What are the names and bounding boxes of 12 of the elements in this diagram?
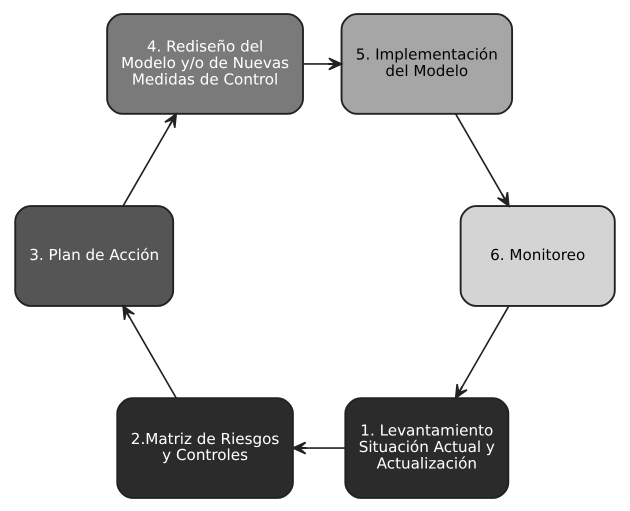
node-box: 3. Plan de Acción [14, 204, 174, 306]
node-box: 6. Monitoreo [460, 204, 616, 306]
node-box: 1. Levantamiento Situación Actual y Actualización [344, 396, 510, 498]
arrow [454, 305, 510, 398]
arrow [122, 304, 177, 398]
node-box: 5. Implementación del Modelo [340, 12, 514, 114]
node-box: 2.Matriz de Riesgos y Controles [116, 396, 294, 498]
node-box: 4. Rediseño del Modelo y/o de Nuevas Medidas de Control [106, 12, 304, 114]
arrow [122, 112, 177, 206]
arrow [292, 441, 345, 454]
arrow [454, 113, 510, 206]
arrow [303, 56, 342, 70]
